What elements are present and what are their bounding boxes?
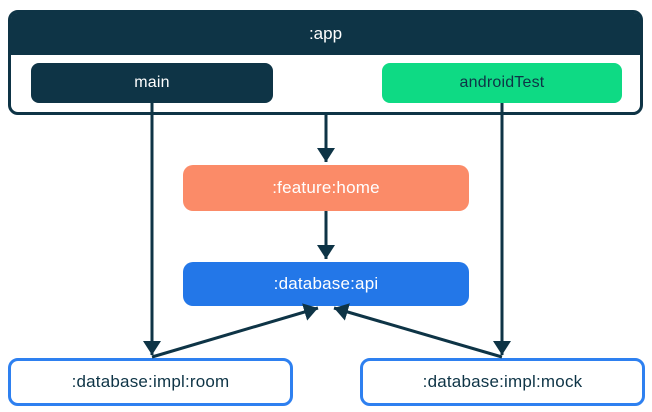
edge-impl-mock-to-database-api: [333, 303, 503, 359]
node-main-label: main: [134, 74, 170, 91]
node-main: main: [31, 63, 273, 103]
node-app-label: :app: [308, 24, 343, 43]
edge-impl-room-to-database-api: [151, 303, 319, 359]
node-app-header: :app: [11, 13, 640, 55]
node-database-impl-mock: :database:impl:mock: [360, 358, 645, 406]
node-database-impl-room: :database:impl:room: [8, 358, 293, 406]
node-app: :app main androidTest: [8, 10, 643, 115]
node-database-api-label: :database:api: [273, 274, 379, 293]
node-androidtest: androidTest: [382, 63, 622, 103]
node-database-impl-mock-label: :database:impl:mock: [422, 372, 583, 391]
node-database-impl-room-label: :database:impl:room: [71, 372, 230, 391]
node-database-api: :database:api: [183, 262, 469, 306]
node-androidtest-label: androidTest: [459, 74, 545, 91]
node-feature-home-label: :feature:home: [272, 178, 380, 197]
node-feature-home: :feature:home: [183, 165, 469, 211]
